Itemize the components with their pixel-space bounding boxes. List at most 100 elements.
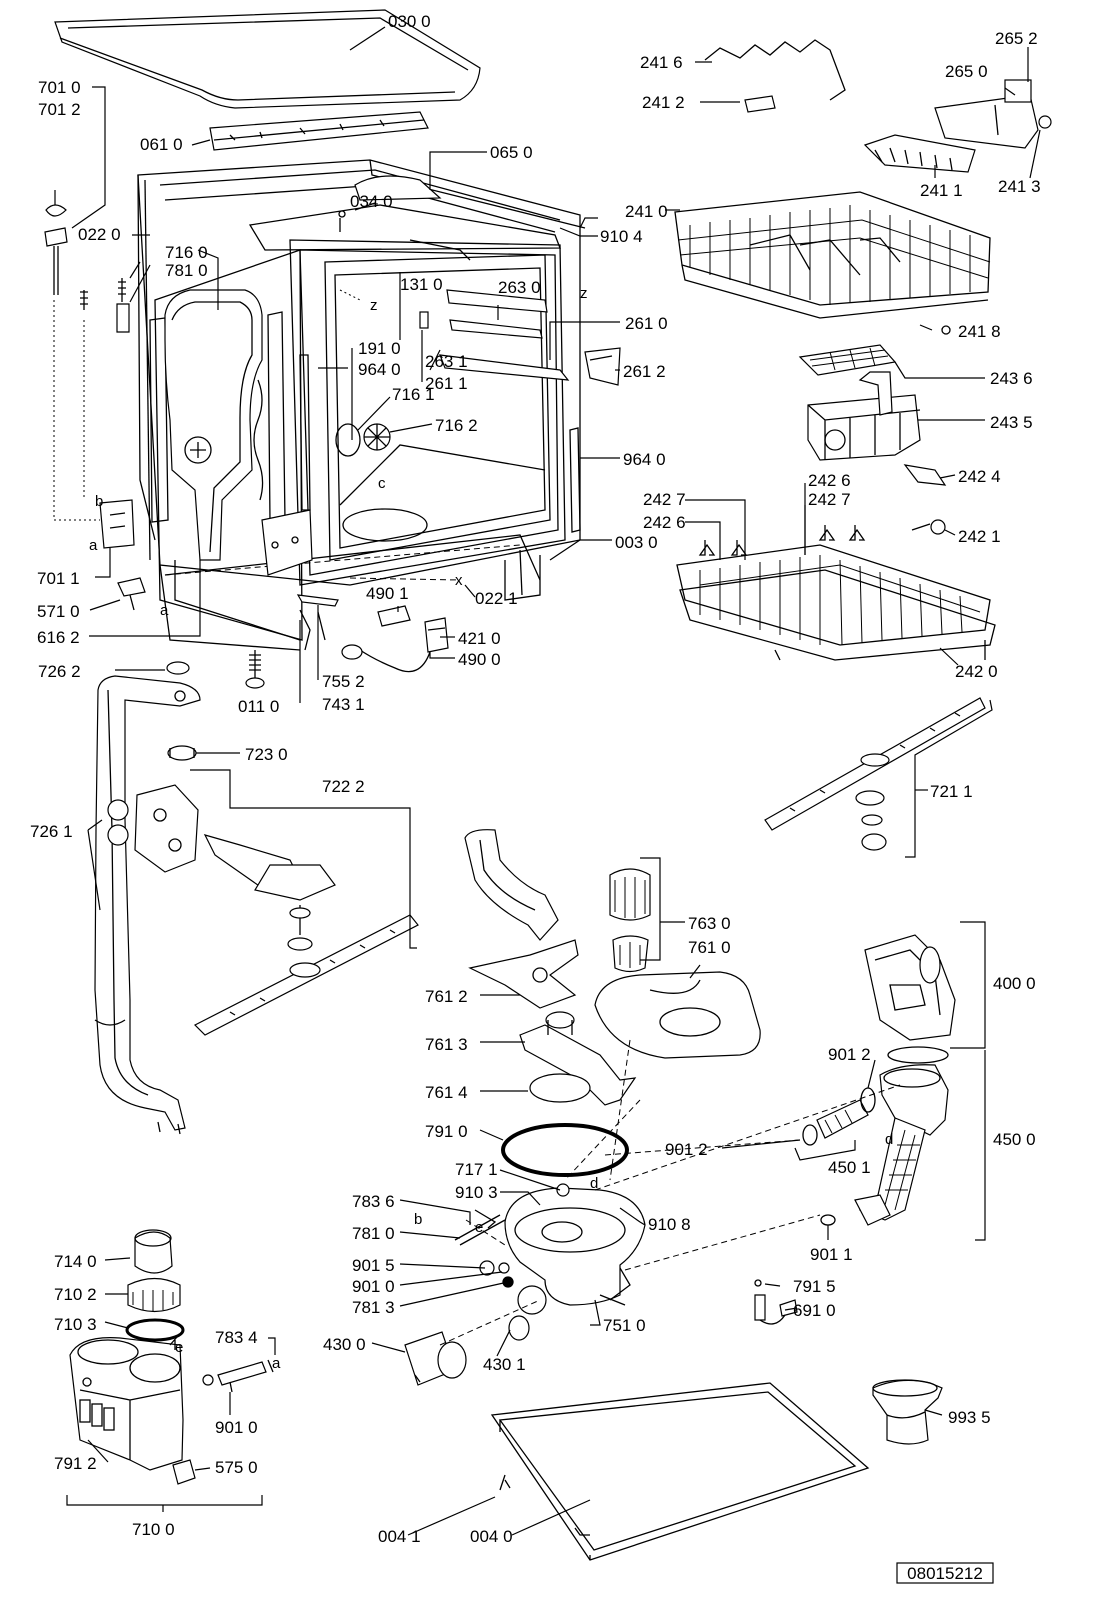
sump-seal-791: [501, 1123, 629, 1177]
part-label: 791 2: [54, 1454, 97, 1473]
part-label: 241 3: [998, 177, 1041, 196]
reference-letter-e: e: [475, 1219, 483, 1236]
reference-letter-a: a: [89, 537, 98, 554]
drawing-number-box: 08015212: [896, 1562, 994, 1584]
part-label: 430 1: [483, 1355, 526, 1374]
part-label: 004 0: [470, 1527, 513, 1546]
rails: [409, 239, 621, 386]
water-tank-716: [164, 289, 264, 561]
part-label: 430 0: [323, 1335, 366, 1354]
basket-clip-2412: [744, 95, 776, 113]
filter-inlet-pipe: [464, 829, 559, 941]
part-label: 910 4: [600, 227, 643, 246]
part-label: 691 0: [793, 1301, 836, 1320]
cutlery-tray-top: [704, 39, 846, 101]
reference-letter-e: e: [175, 1339, 183, 1356]
part-label: 616 2: [37, 628, 80, 647]
part-label: 761 0: [688, 938, 731, 957]
part-label: 964 0: [623, 450, 666, 469]
part-label: 964 0: [358, 360, 401, 379]
part-label: 011 0: [238, 697, 279, 716]
part-label: 241 2: [642, 93, 685, 112]
softener-710: [69, 1229, 196, 1485]
part-label: 781 0: [165, 261, 208, 280]
reference-letter-d: d: [590, 1175, 598, 1192]
part-label: 191 0: [358, 339, 401, 358]
insulation-strip: [209, 111, 429, 151]
reference-letter-z: z: [370, 297, 378, 314]
small-clip-034: [338, 175, 442, 232]
part-label: 004 1: [378, 1527, 421, 1546]
part-label: 721 1: [930, 782, 973, 801]
wheel-2421: [911, 519, 946, 535]
part-label: 791 0: [425, 1122, 468, 1141]
base-frame-004: [490, 1382, 870, 1561]
part-label: 710 3: [54, 1315, 97, 1334]
part-label: 241 6: [640, 53, 683, 72]
part-label: 791 5: [793, 1277, 836, 1296]
part-label: 761 3: [425, 1035, 468, 1054]
reference-letter-z: z: [580, 285, 588, 302]
part-label: 901 2: [828, 1045, 871, 1064]
part-label: 701 0: [38, 78, 81, 97]
spray-arm-inlet: [335, 423, 391, 457]
part-label: 901 5: [352, 1256, 395, 1275]
part-label: 030 0: [388, 12, 431, 31]
wiring-parts: [341, 605, 449, 673]
part-label: 263 1: [425, 352, 468, 371]
part-label: 716 0: [165, 243, 208, 262]
part-label: 421 0: [458, 629, 501, 648]
part-label: 061 0: [140, 135, 183, 154]
part-label: 242 4: [958, 467, 1001, 486]
part-label: 242 7: [808, 490, 851, 509]
sump-751: [504, 1183, 646, 1315]
part-label: 726 1: [30, 822, 73, 841]
seal-strips: [299, 354, 581, 533]
filter-holder-761-3: [519, 1011, 637, 1106]
basket-rail-2650: [934, 79, 1052, 149]
part-label: 450 1: [828, 1158, 871, 1177]
lower-spray-arm-assembly: [134, 784, 419, 1036]
part-label: 490 0: [458, 650, 501, 669]
part-label: 242 1: [958, 527, 1001, 546]
part-label: 243 5: [990, 413, 1033, 432]
door-latch-parts: [296, 594, 339, 651]
part-label: 710 0: [132, 1520, 175, 1539]
part-label: 241 0: [625, 202, 668, 221]
reference-letter-c: c: [378, 475, 386, 492]
reference-letter-b: b: [95, 493, 103, 510]
filter-plate-761-0: [594, 971, 761, 1059]
filter-763: [609, 868, 651, 973]
part-label: 241 8: [958, 322, 1001, 341]
spray-supply-pipe: [94, 661, 201, 1135]
part-label: 761 4: [425, 1083, 468, 1102]
part-label: 241 1: [920, 181, 963, 200]
part-label: 243 6: [990, 369, 1033, 388]
part-label: 910 8: [648, 1215, 691, 1234]
sump-valve-parts: [454, 1209, 514, 1288]
part-label: 450 0: [993, 1130, 1036, 1149]
part-label: 242 0: [955, 662, 998, 681]
part-label: 901 0: [215, 1418, 258, 1437]
part-label: 242 7: [643, 490, 686, 509]
filter-carrier-761-2: [468, 939, 579, 1009]
part-label: 261 2: [623, 362, 666, 381]
part-label: 034 0: [350, 192, 393, 211]
sensor-691: [754, 1279, 798, 1325]
pump-430: [404, 1315, 530, 1386]
adjustable-foot: [245, 650, 265, 689]
part-label: 726 2: [38, 662, 81, 681]
upper-basket: [674, 191, 991, 335]
part-label: 761 2: [425, 987, 468, 1006]
part-label: 993 5: [948, 1408, 991, 1427]
softener-hose-parts: [202, 1359, 274, 1393]
reference-letter-b: b: [414, 1211, 422, 1228]
part-label: 003 0: [615, 533, 658, 552]
reference-letter-a: a: [272, 1355, 281, 1372]
part-label: 263 0: [498, 278, 541, 297]
part-label: 022 1: [475, 589, 518, 608]
part-label: 901 1: [810, 1245, 853, 1264]
